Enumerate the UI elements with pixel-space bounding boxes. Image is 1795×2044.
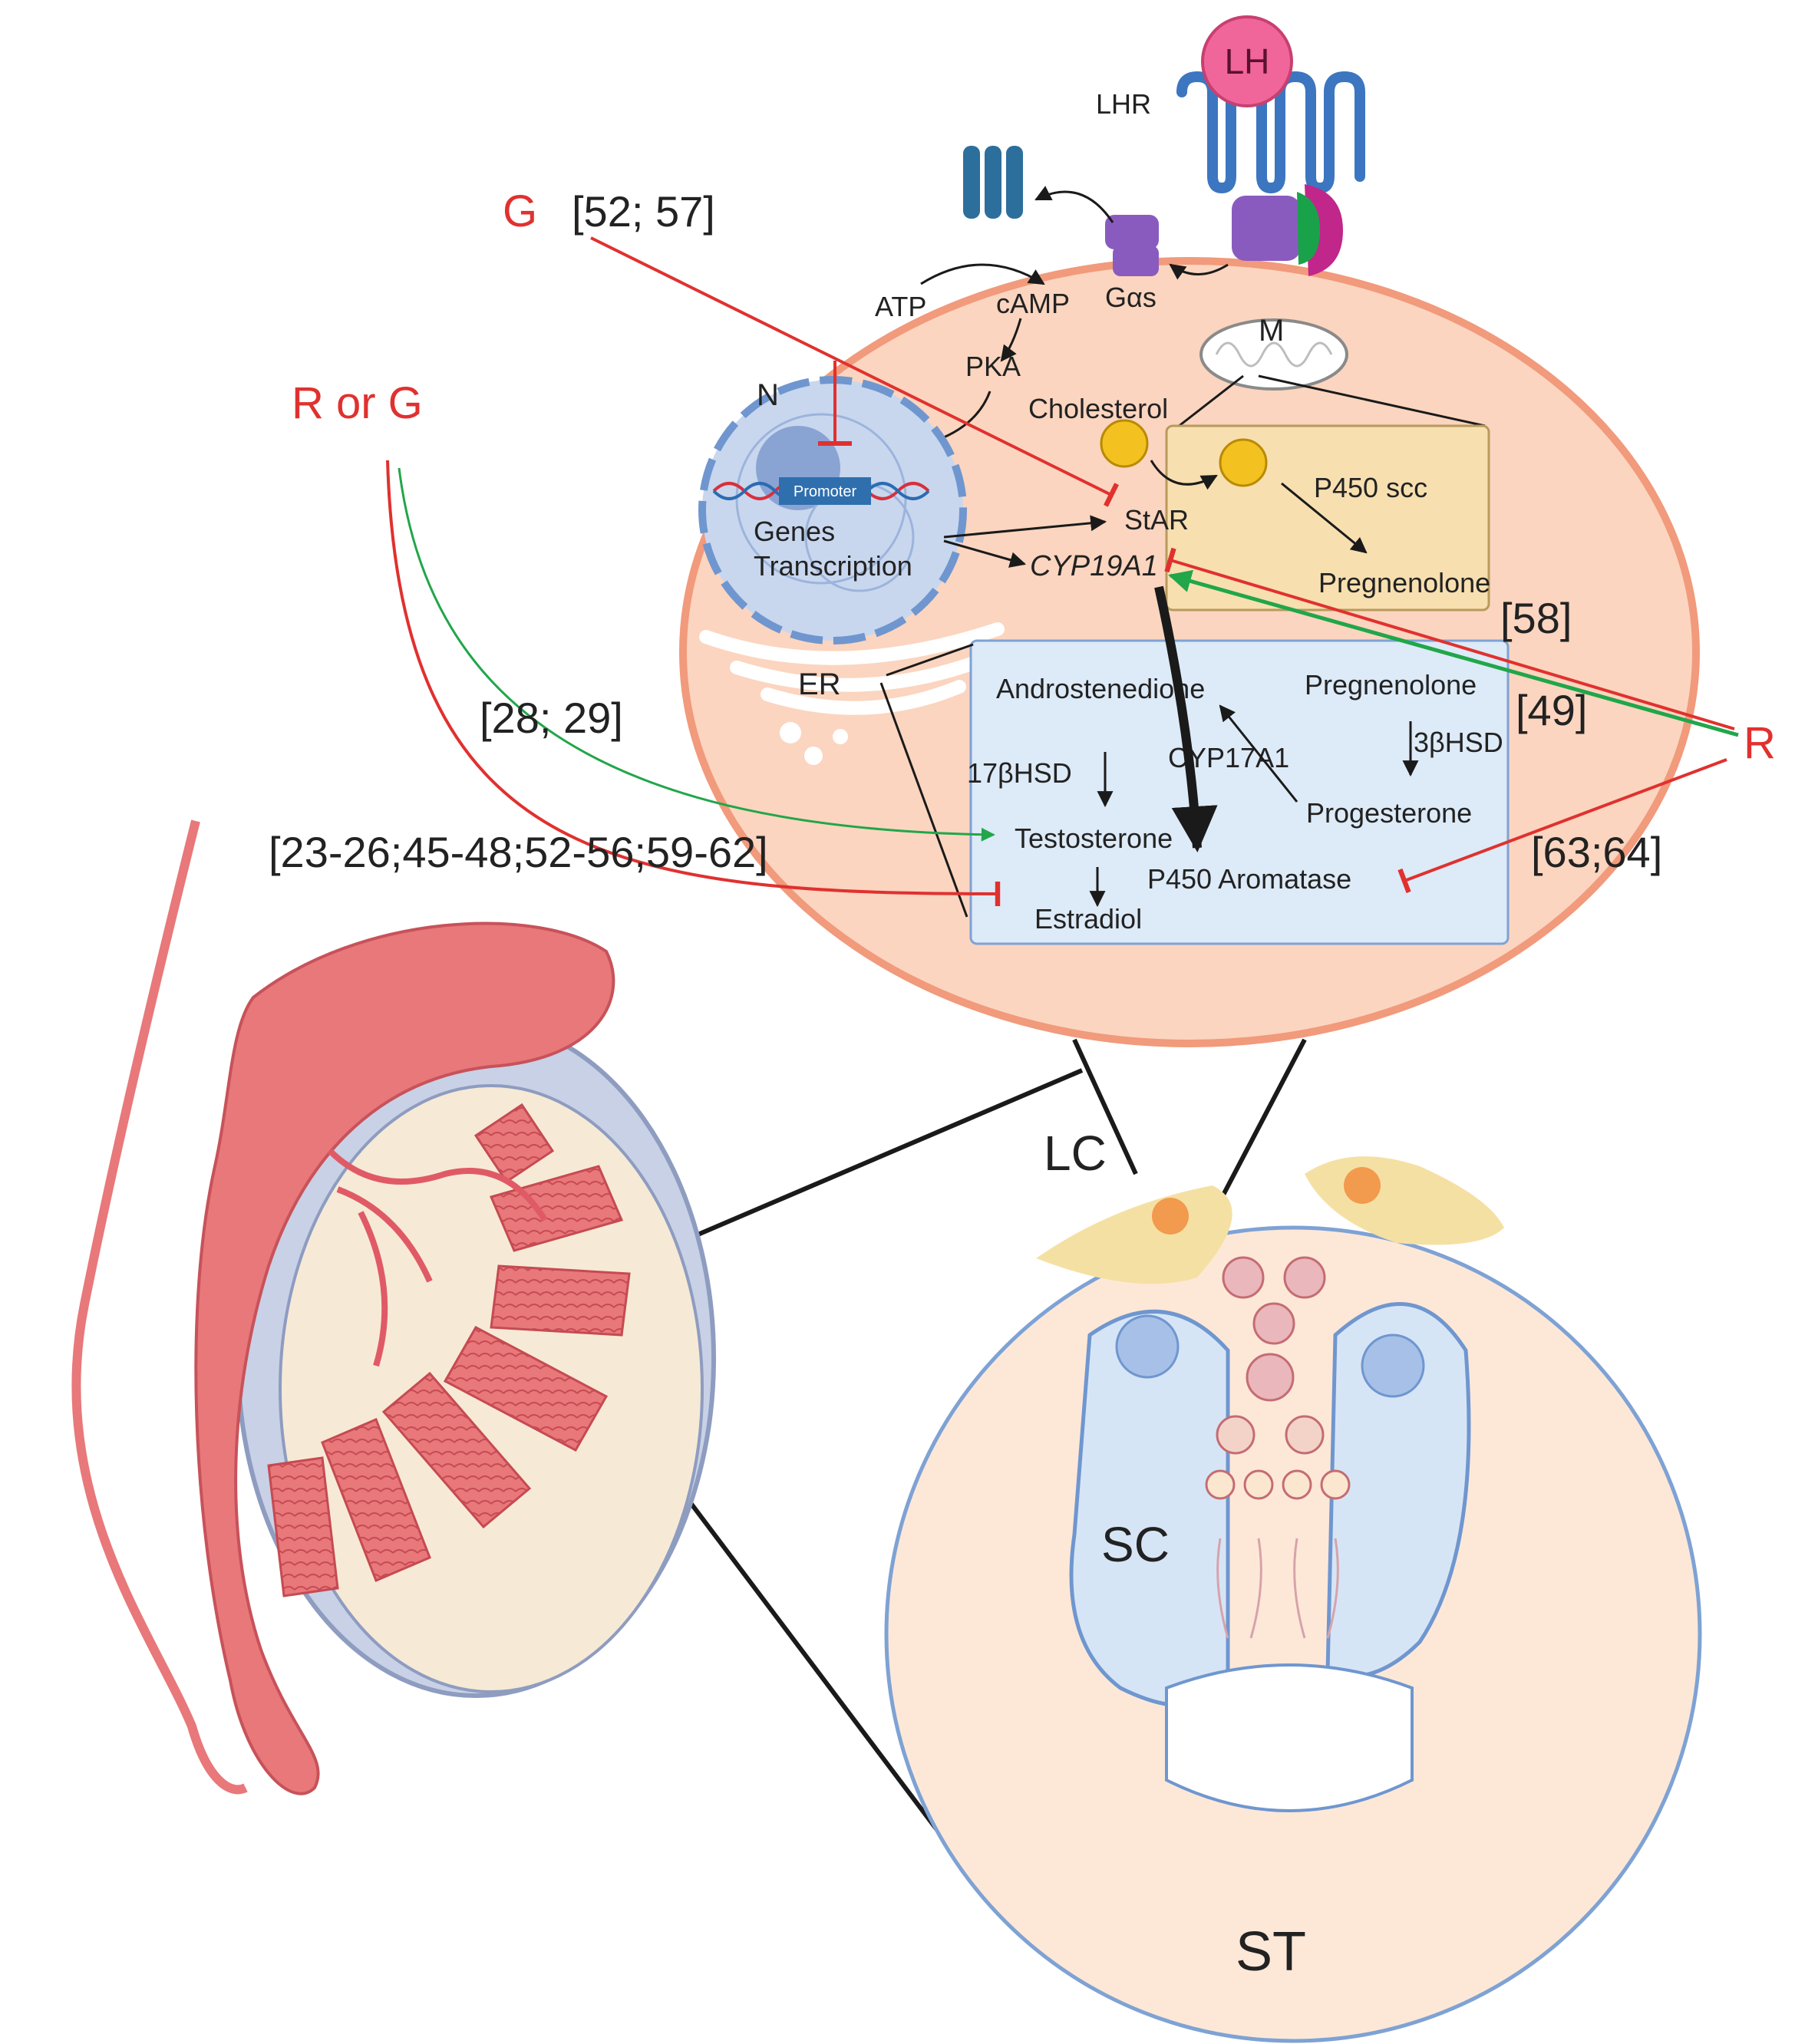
ref-g-star: [52; 57] xyxy=(572,187,715,236)
cyp19a1-aromatase-arrow xyxy=(1154,585,1218,852)
ref-rg-stim: [28; 29] xyxy=(480,694,623,742)
ref-r-stim: [49] xyxy=(1516,686,1587,734)
er-arrows xyxy=(1089,704,1419,908)
testosterone-label: Testosterone xyxy=(1015,823,1173,854)
lh-ligand-icon xyxy=(1201,15,1293,107)
progesterone-label: Progesterone xyxy=(1306,797,1472,829)
er-label: ER xyxy=(798,668,841,701)
lumen xyxy=(1165,1663,1414,1812)
rg-testosterone-stimulation xyxy=(398,467,995,842)
st-label: ST xyxy=(1236,1921,1306,1983)
germ-cells xyxy=(1205,1256,1351,1500)
sertoli-cells xyxy=(1069,1302,1471,1708)
pregnenolone-mito-label: Pregnenolone xyxy=(1318,567,1490,598)
testis-icon xyxy=(71,819,716,1795)
promoter-label: Promoter xyxy=(794,483,857,500)
r-cyp19a1-inhibition xyxy=(1164,547,1735,730)
lh-label: LH xyxy=(1225,41,1270,81)
zoom-line-mito-left xyxy=(1173,374,1244,431)
mito-arrows xyxy=(1150,460,1368,554)
r-cyp19a1-stimulation xyxy=(1168,569,1739,737)
cholesterol-label: Cholesterol xyxy=(1028,393,1168,424)
estradiol-label: Estradiol xyxy=(1034,903,1142,935)
pregnenolone-er-label: Pregnenolone xyxy=(1305,669,1477,701)
er-icon xyxy=(699,622,1005,715)
sc-label: SC xyxy=(1101,1517,1170,1572)
cyp19a1-label: CYP19A1 xyxy=(1030,550,1158,582)
agent-rg-label: R or G xyxy=(292,378,423,428)
star-label: StAR xyxy=(1124,504,1189,536)
hsd3b-label: 3βHSD xyxy=(1414,727,1503,758)
er-steroid-box xyxy=(969,639,1510,945)
mitochondrion-label: M xyxy=(1259,314,1284,348)
nucleus-label: N xyxy=(757,378,779,412)
cholesterol-icon xyxy=(1100,419,1149,468)
atp-label: ATP xyxy=(875,291,926,322)
gene-arrows xyxy=(943,515,1107,568)
zoom-line-er-bottom xyxy=(879,682,968,918)
seminiferous-tubule-icon xyxy=(884,1225,1702,2043)
leydig-cell-icon xyxy=(1036,1156,1504,1284)
genes-label-1: Genes xyxy=(754,516,835,547)
hsd17b-label: 17βHSD xyxy=(967,757,1072,789)
lhr-receptor-icon xyxy=(1176,71,1365,194)
promoter-box xyxy=(779,477,871,505)
g-protein-icon xyxy=(1105,184,1343,276)
androstenedione-label: Androstenedione xyxy=(996,673,1205,704)
g-star-inhibition xyxy=(590,236,1119,507)
adenylyl-cyclase-icon xyxy=(963,146,1023,219)
er-vesicles xyxy=(780,722,848,765)
aromatase-label: P450 Aromatase xyxy=(1147,863,1351,895)
lc-label: LC xyxy=(1044,1126,1107,1181)
zoom-line-mito-right xyxy=(1258,374,1486,427)
rg-testosterone-inhibition xyxy=(386,460,1001,907)
ref-r-aromatase: [63;64] xyxy=(1531,828,1662,876)
mitochondrion-icon xyxy=(1199,318,1348,391)
ref-r-cyp19a1: [58] xyxy=(1500,594,1572,642)
p450scc-label: P450 scc xyxy=(1314,472,1427,503)
gas-label: Gαs xyxy=(1105,282,1157,313)
zoom-line-er-top xyxy=(886,643,974,677)
cholesterol-icon-inner xyxy=(1219,438,1268,487)
genes-label-2: Transcription xyxy=(754,550,912,582)
lhr-label: LHR xyxy=(1096,88,1151,120)
agent-r-label: R xyxy=(1744,718,1776,768)
camp-label: cAMP xyxy=(996,288,1070,319)
nucleus-icon xyxy=(698,376,967,645)
pka-label: PKA xyxy=(965,351,1021,382)
agent-g-label: G xyxy=(503,186,537,236)
ref-rg-inhib: [23-26;45-48;52-56;59-62] xyxy=(269,828,768,876)
sertoli-nuclei xyxy=(1115,1314,1425,1398)
r-aromatase-inhibition xyxy=(1397,758,1727,894)
spermatozoa xyxy=(1216,1538,1339,1639)
